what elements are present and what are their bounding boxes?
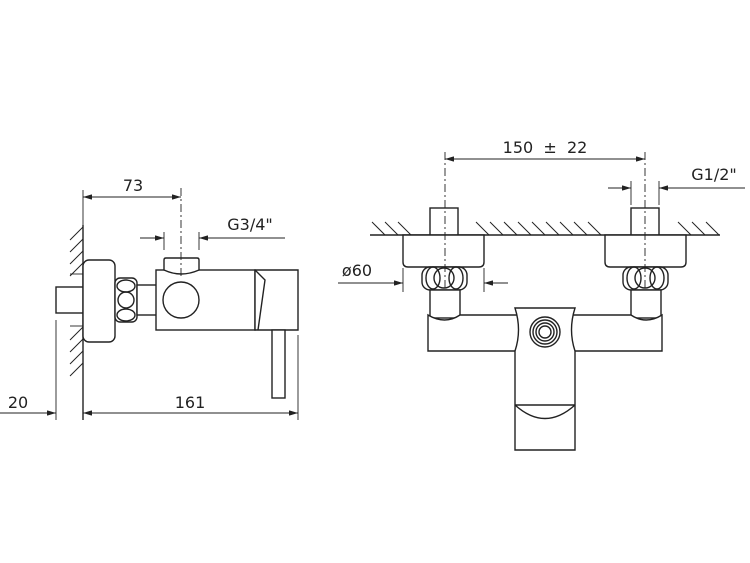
spout-lip <box>514 404 576 420</box>
dimension-g34-label: G3/4" <box>227 215 273 234</box>
knob <box>162 281 200 319</box>
riser-right <box>630 289 662 319</box>
riser-left <box>429 289 461 319</box>
nut-left <box>421 266 468 291</box>
dimension-150-label: 150 ± 22 <box>503 138 588 157</box>
wall-hatching <box>69 225 84 420</box>
connecting-pipe <box>136 284 158 316</box>
outlet-cap <box>163 257 200 275</box>
flange-right <box>604 234 687 268</box>
nut-right <box>622 266 669 291</box>
dimension-161-label: 161 <box>175 393 206 412</box>
central-body <box>514 307 576 451</box>
dimension-73-label: 73 <box>123 176 143 195</box>
hex-nut <box>114 277 138 323</box>
handle-block <box>254 269 299 331</box>
front-view: 150 ± 22 G1/2" ø60 <box>338 138 745 451</box>
wall-flange <box>82 259 116 343</box>
dimension-60-label: ø60 <box>342 261 372 280</box>
flange-left <box>402 234 485 268</box>
dimension-20-label: 20 <box>8 393 28 412</box>
wall-hatching <box>370 221 720 236</box>
dimension-g12-label: G1/2" <box>691 165 737 184</box>
lever <box>271 329 286 399</box>
side-view: 73 G3/4" 20 161 <box>0 176 299 420</box>
outlet-fitting <box>529 316 561 348</box>
inlet-pin-left <box>429 207 459 236</box>
pipe-stub <box>55 286 84 314</box>
